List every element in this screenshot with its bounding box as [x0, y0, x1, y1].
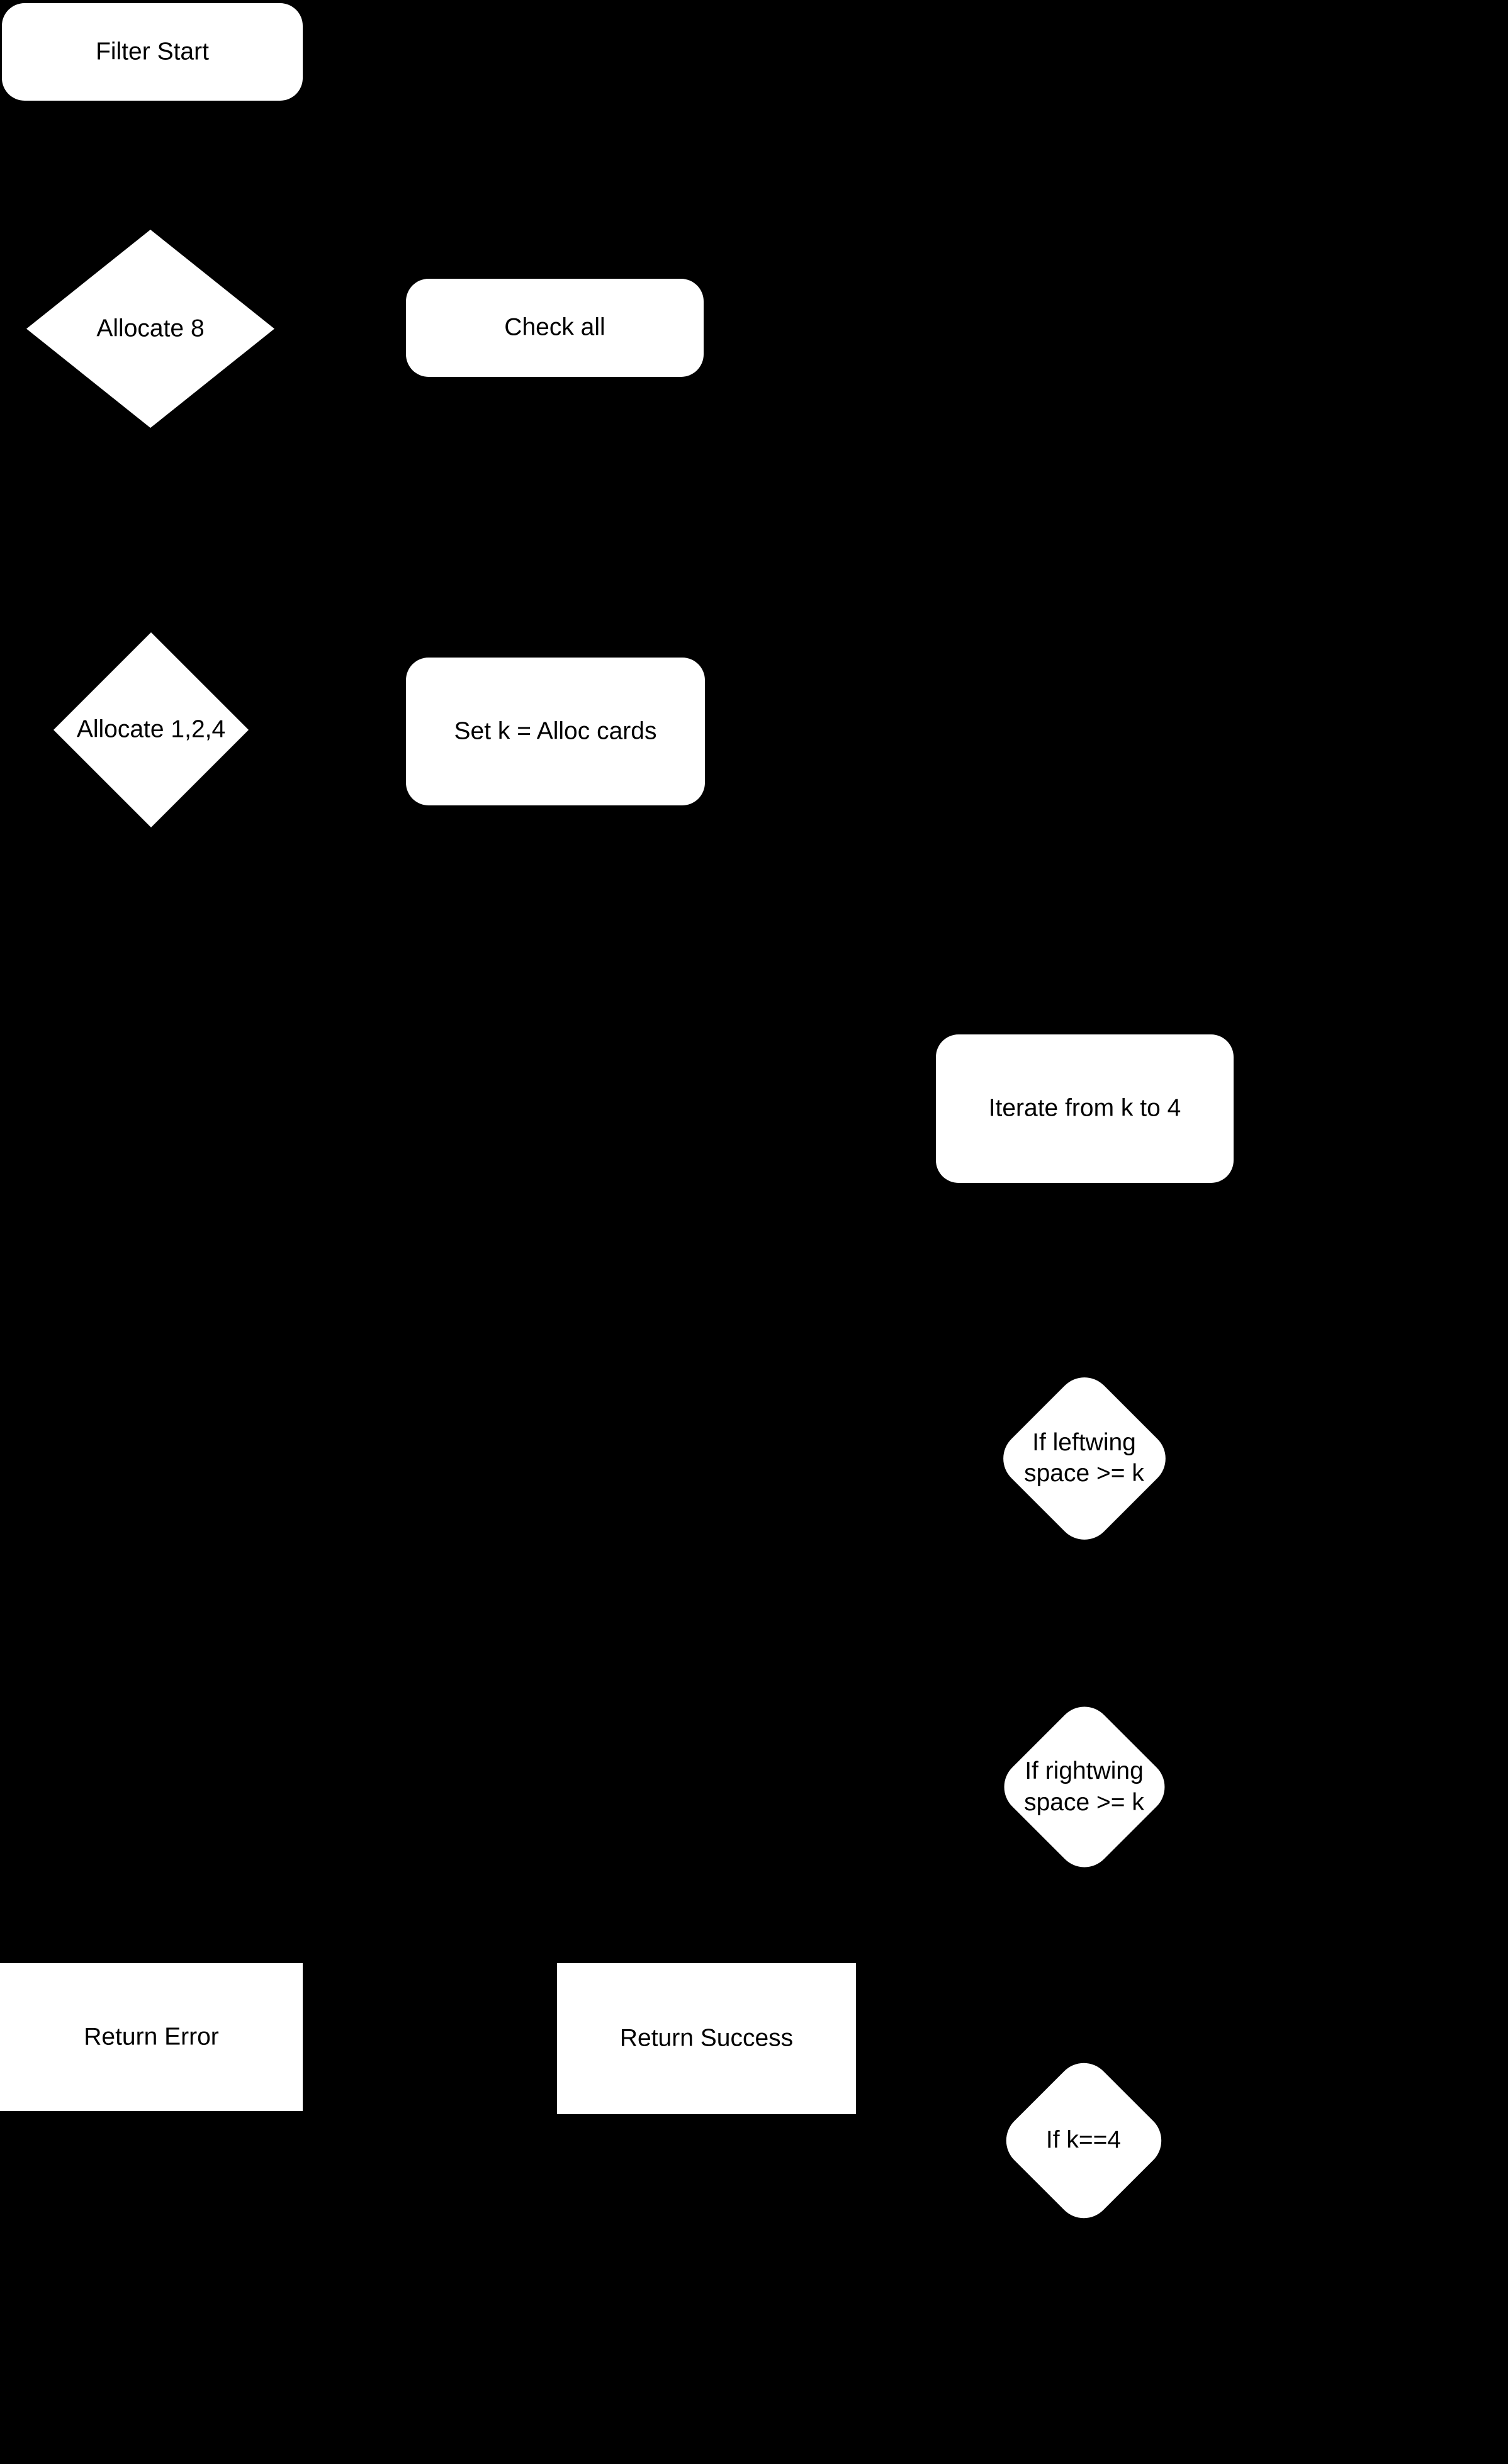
node-label-set-k-alloc-cards: Set k = Alloc cards [454, 717, 657, 745]
node-return-success[interactable]: Return Success [557, 1963, 856, 2114]
diamond-shape-if-leftwing-space [991, 1365, 1177, 1551]
node-label-return-error: Return Error [84, 2023, 219, 2051]
node-if-leftwing-space[interactable]: If leftwing space >= k [991, 1362, 1177, 1554]
node-check-all[interactable]: Check all [406, 279, 704, 377]
diamond-shape-if-k-equals-4 [994, 2051, 1173, 2229]
diamond-shape-allocate-1-2-4 [53, 632, 249, 827]
node-return-error[interactable]: Return Error [0, 1963, 303, 2111]
diamond-shape-if-rightwing-space [992, 1695, 1176, 1879]
node-allocate-1-2-4[interactable]: Allocate 1,2,4 [53, 632, 249, 827]
node-label-filter-start: Filter Start [96, 38, 209, 65]
node-iterate-from-k-to-4[interactable]: Iterate from k to 4 [936, 1034, 1234, 1183]
diamond-shape-allocate-8 [26, 230, 274, 428]
node-label-return-success: Return Success [619, 2024, 794, 2052]
node-label-iterate-from-k-to-4: Iterate from k to 4 [988, 1094, 1181, 1122]
node-if-k-equals-4[interactable]: If k==4 [993, 2050, 1174, 2231]
node-set-k-alloc-cards[interactable]: Set k = Alloc cards [406, 658, 705, 805]
node-label-check-all: Check all [504, 313, 605, 341]
node-allocate-8[interactable]: Allocate 8 [26, 230, 274, 428]
node-filter-start[interactable]: Filter Start [2, 3, 303, 101]
node-if-rightwing-space[interactable]: If rightwing space >= k [992, 1693, 1176, 1881]
